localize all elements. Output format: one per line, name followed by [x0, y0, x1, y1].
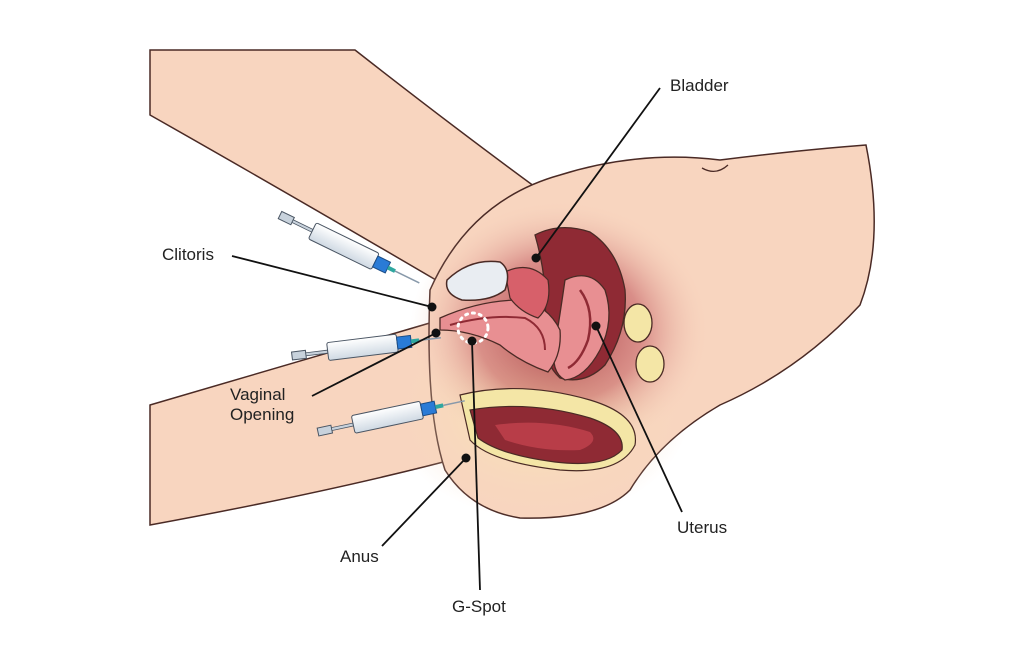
label-vaginal-opening-line2: Opening	[230, 405, 295, 424]
leader-line-clitoris	[231, 255, 433, 308]
pubic-bone	[445, 260, 509, 302]
leader-line-uterus	[595, 325, 683, 513]
rectum-inner	[495, 422, 594, 451]
syringe-icon	[290, 333, 441, 361]
ovary-lower	[635, 345, 665, 383]
pointer-dot-vaginal-opening	[431, 328, 441, 338]
label-g-spot: G-Spot	[452, 597, 506, 616]
label-anus: Anus	[340, 547, 379, 566]
pointer-dot-g-spot	[467, 336, 477, 346]
vaginal-canal	[439, 299, 561, 373]
label-vaginal-opening: Vaginal Opening	[230, 385, 294, 425]
leader-line-g-spot	[471, 340, 481, 591]
urethra-region	[504, 266, 550, 319]
leader-line-bladder	[535, 87, 661, 259]
leader-line-anus	[381, 457, 467, 547]
uterus-cavity	[567, 289, 592, 370]
label-clitoris: Clitoris	[162, 245, 214, 264]
label-vaginal-opening-line1: Vaginal	[230, 385, 286, 404]
navel-mark	[701, 164, 729, 172]
syringe-icon	[316, 400, 465, 437]
ovary-upper	[623, 303, 653, 343]
pointer-dot-anus	[461, 453, 471, 463]
syringe-icon	[277, 210, 420, 284]
pointer-dot-uterus	[591, 321, 601, 331]
leader-line-vaginal-opening	[311, 332, 437, 397]
pointer-dot-bladder	[531, 253, 541, 263]
label-uterus: Uterus	[677, 518, 728, 537]
vaginal-canal-inner	[449, 315, 546, 351]
label-bladder: Bladder	[670, 76, 729, 95]
pointer-dot-clitoris	[427, 302, 437, 312]
